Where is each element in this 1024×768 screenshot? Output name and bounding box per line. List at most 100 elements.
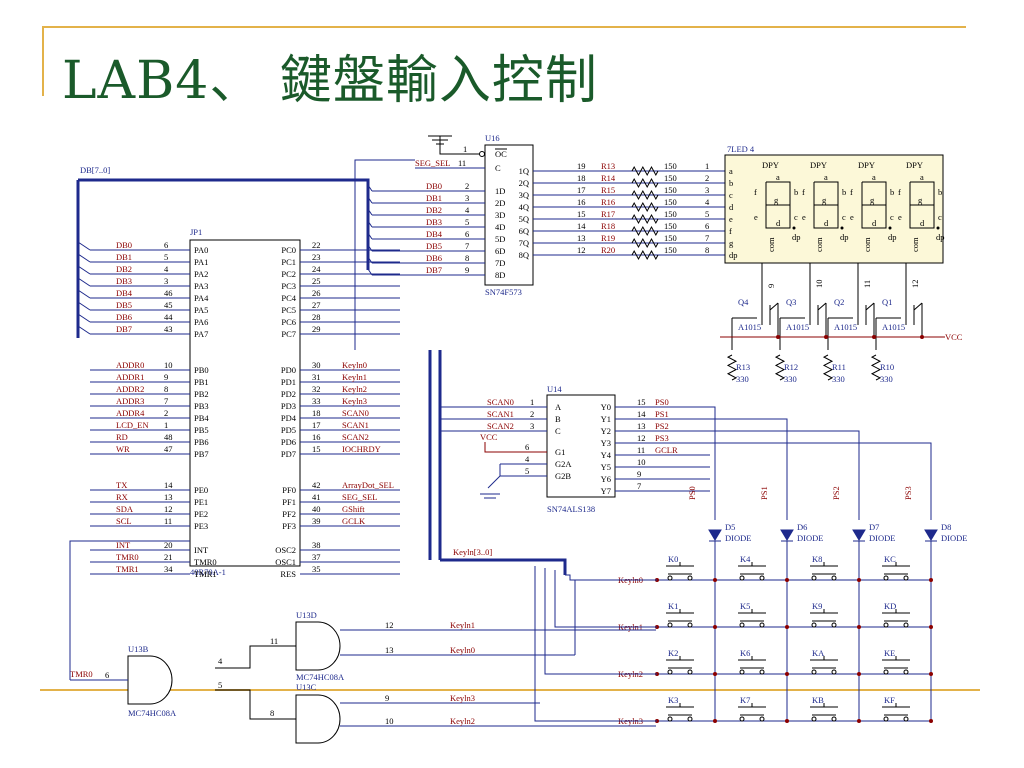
jp1-left-net: ADDR4 (116, 408, 145, 418)
u16-bus-entry (367, 232, 373, 240)
base-resistor (726, 354, 738, 381)
u16-input-net: DB2 (426, 205, 442, 215)
led-seg-c: c (938, 212, 942, 222)
led-digit-outline (765, 181, 791, 229)
jp1-right-name: PF2 (282, 509, 296, 519)
key-column-junction (929, 625, 933, 629)
key-terminal (687, 575, 693, 581)
jp1-left-name: PE0 (194, 485, 208, 495)
u14-output-pin: 7 (637, 481, 641, 491)
u14-input-name: C (555, 426, 561, 436)
jp1-right-name: PC6 (281, 317, 296, 327)
u16-output-seg-pin: 2 (705, 173, 709, 183)
u16-input-pin: 6 (465, 229, 469, 239)
jp1-left-pin: 34 (164, 564, 173, 574)
jp1-left-net: DB0 (116, 240, 132, 250)
u14-output-name: Y0 (601, 402, 611, 412)
u14-output-net: PS2 (655, 421, 669, 431)
u13b-part: MC74HC08A (128, 708, 177, 718)
key-terminal (831, 575, 837, 581)
jp1-left-pin: 1 (164, 420, 168, 430)
key-terminal (667, 669, 673, 675)
jp1-right-name: PF3 (282, 521, 296, 531)
jp1-right-net: SCAN2 (342, 432, 369, 442)
jp1-left-net: LCD_EN (116, 420, 149, 430)
u16-input-name: 8D (495, 270, 505, 280)
u14-enable-name: G2A (555, 459, 572, 469)
transistor-ref: Q3 (786, 297, 796, 307)
tmr0-route (69, 540, 190, 680)
u14-output-net: PS0 (655, 397, 669, 407)
u16-output-res: R16 (601, 197, 615, 207)
base-res-ref: R13 (736, 362, 750, 372)
u13c-out-wire (215, 689, 296, 720)
u16-input-net: DB3 (426, 217, 442, 227)
key-label: KB (812, 695, 824, 705)
key-terminal (759, 669, 765, 675)
segment-resistor (631, 165, 659, 177)
jp1-right-name: PD0 (281, 365, 296, 375)
key-column-junction (785, 625, 789, 629)
u16-output-name: 6Q (519, 226, 529, 236)
key-column-junction (713, 625, 717, 629)
u16-output-pin: 14 (577, 221, 586, 231)
jp1-left-net: DB7 (116, 324, 132, 334)
u16-input-net: DB5 (426, 241, 442, 251)
jp1-right-name: PF1 (282, 497, 296, 507)
jp1-left-pin: 12 (164, 504, 173, 514)
key-terminal (903, 622, 909, 628)
key-terminal (739, 669, 745, 675)
led-seg-f: f (898, 187, 901, 197)
led-segment-label: dp (729, 250, 738, 260)
led-seg-g: g (822, 195, 827, 205)
jp1-left-name: TMR0 (194, 557, 217, 567)
u16-pin-c: 11 (458, 158, 466, 168)
u16-output-seg-pin: 1 (705, 161, 709, 171)
jp1-left-net: WR (116, 444, 130, 454)
led-digit-label: DPY (858, 160, 875, 170)
transistor-part: A1015 (882, 322, 905, 332)
key-label: KE (884, 648, 895, 658)
db-bus (78, 178, 370, 185)
key-column-junction (713, 719, 717, 723)
u16-output-seg-pin: 5 (705, 209, 709, 219)
jp1-right-pin: 22 (312, 240, 321, 250)
jp1-left-name: PA1 (194, 257, 208, 267)
jp1-bus-entry (77, 313, 91, 323)
base-resistor (774, 354, 786, 381)
u13d-out-wire (215, 645, 296, 669)
key-terminal (811, 622, 817, 628)
u16-seg-sel-net: SEG_SEL (415, 158, 450, 168)
key-terminal (883, 575, 889, 581)
u14-output-pin: 13 (637, 421, 646, 431)
jp1-right-pin: 30 (312, 360, 321, 370)
base-res-ref: R12 (784, 362, 798, 372)
key-column-junction (857, 625, 861, 629)
jp1-right-pin: 32 (312, 384, 321, 394)
transistor-ref: Q4 (738, 297, 749, 307)
u16-output-value: 150 (664, 245, 677, 255)
jp1-right-name: PC1 (281, 257, 296, 267)
key-column-junction (857, 719, 861, 723)
segment-resistor (631, 213, 659, 225)
jp1-right-pin: 29 (312, 324, 321, 334)
u14-output-pin: 9 (637, 469, 641, 479)
u14-output-name: Y7 (601, 486, 611, 496)
jp1-left-pin: 7 (164, 396, 168, 406)
jp1-left-name: TMR1 (194, 569, 217, 579)
u14-output-pin: 14 (637, 409, 646, 419)
diode-part: DIODE (725, 533, 751, 543)
jp1-left-net: TMR1 (116, 564, 139, 574)
key-label: KA (812, 648, 825, 658)
u16-output-name: 2Q (519, 178, 529, 188)
ps-route (710, 406, 716, 520)
jp1-right-net: GShift (342, 504, 365, 514)
u16-output-seg-pin: 7 (705, 233, 709, 243)
key-terminal (831, 716, 837, 722)
u16-output-seg-pin: 8 (705, 245, 709, 255)
u16-input-name: 1D (495, 186, 505, 196)
jp1-right-name: PC5 (281, 305, 296, 315)
led-body (724, 154, 944, 264)
jp1-right-name: PF0 (282, 485, 296, 495)
jp1-right-net: Keyln0 (342, 360, 367, 370)
